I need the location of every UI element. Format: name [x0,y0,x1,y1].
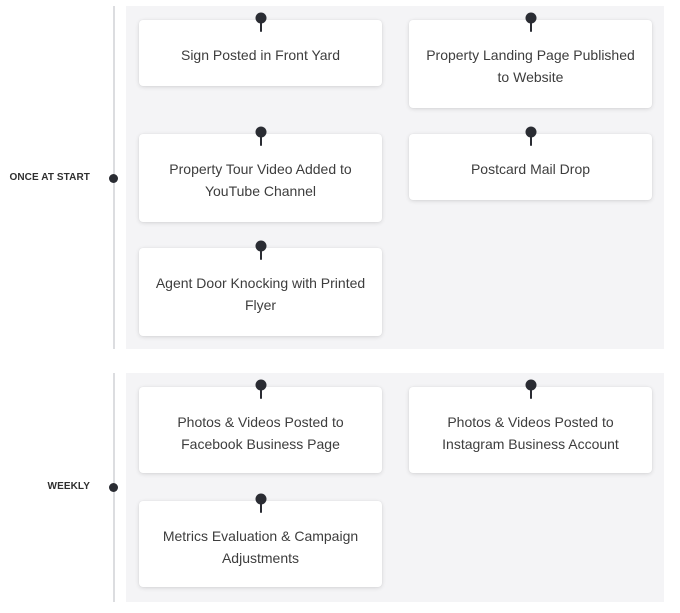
timeline-dot-icon [109,174,118,183]
card-tour-video: Property Tour Video Added to YouTube Cha… [139,126,382,222]
card-instagram-posts: Photos & Videos Posted to Instagram Busi… [409,379,652,473]
card-label: Sign Posted in Front Yard [180,47,341,63]
card-sign-posted: Sign Posted in Front Yard [139,12,382,86]
card-metrics-evaluation: Metrics Evaluation & Campaign Adjustment… [139,493,382,587]
card-door-knocking: Agent Door Knocking with Printed Flyer [139,240,382,336]
section-label-once-at-start: ONCE AT START [9,172,90,183]
card-label: Photos & Videos Posted to Instagram Busi… [442,414,619,452]
card-label: Property Landing Page Published to Websi… [426,47,635,85]
pushpin-icon [525,126,536,146]
section-panel-once-at-start: Sign Posted in Front Yard Property Landi… [126,6,664,349]
pushpin-icon [525,379,536,399]
card-label: Agent Door Knocking with Printed Flyer [155,275,366,313]
card-postcard-mail-drop: Postcard Mail Drop [409,126,652,200]
card-landing-page: Property Landing Page Published to Websi… [409,12,652,108]
section-label-weekly: WEEKLY [47,481,90,492]
pushpin-icon [255,493,266,513]
card-facebook-posts: Photos & Videos Posted to Facebook Busin… [139,379,382,473]
card-label: Metrics Evaluation & Campaign Adjustment… [162,528,359,566]
pushpin-icon [255,379,266,399]
pushpin-icon [255,12,266,32]
timeline-dot-icon [109,483,118,492]
card-label: Photos & Videos Posted to Facebook Busin… [177,414,344,452]
card-label: Postcard Mail Drop [470,161,591,177]
pushpin-icon [255,240,266,260]
pushpin-icon [525,12,536,32]
section-panel-weekly: Photos & Videos Posted to Facebook Busin… [126,373,664,602]
pushpin-icon [255,126,266,146]
card-label: Property Tour Video Added to YouTube Cha… [169,161,352,199]
